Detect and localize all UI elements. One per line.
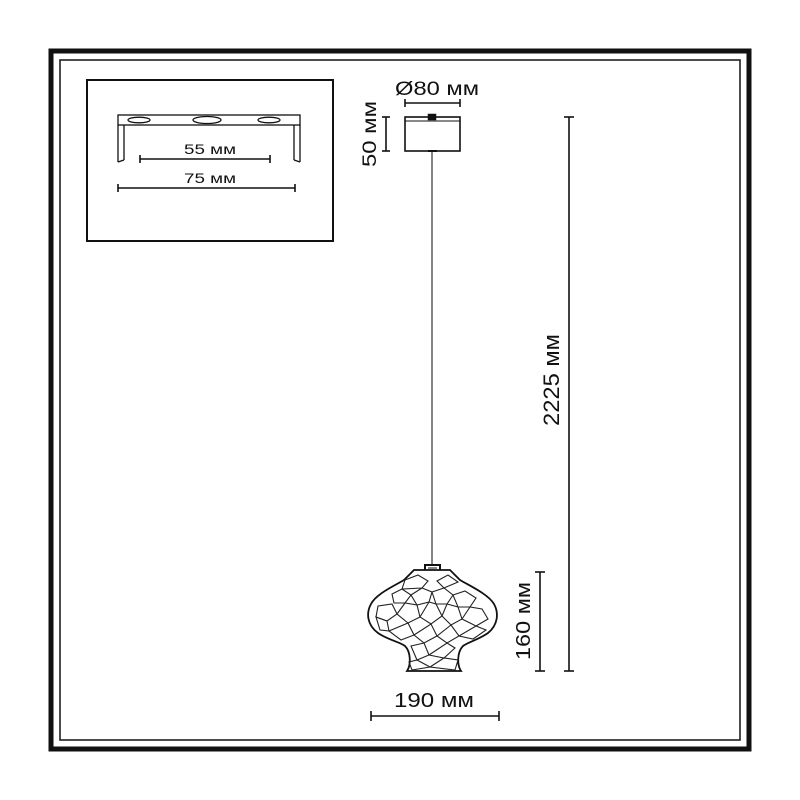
bracket-inner-label: 55 мм [184,141,236,157]
canopy-diameter-label: Ø80 мм [395,79,479,100]
ceiling-canopy [404,113,461,152]
bracket-slot-left [127,116,151,124]
dimension-line-bracket-outer [117,184,296,192]
dimension-line-total-height [564,116,574,672]
shade-width-label: 190 мм [394,690,474,712]
shade-height-label: 160 мм [513,582,535,660]
dimension-line-canopy-diameter [404,99,461,107]
inner-frame [59,59,741,741]
dimension-line-shade-height [535,571,545,672]
bracket-outer-label: 75 мм [184,170,236,186]
glass-shade-texture [375,574,489,671]
dimension-line-shade-width [370,711,500,721]
bracket-inset-frame [86,79,334,242]
dimension-line-canopy-height [382,116,390,152]
dimension-line-bracket-inner [139,155,271,163]
glass-shade [367,569,498,672]
bracket-slot-right [257,116,281,124]
total-height-label: 2225 мм [539,334,564,426]
mounting-bracket [117,114,301,163]
outer-frame [48,48,752,752]
bracket-slot-center [192,115,222,125]
canopy-height-label: 50 мм [360,101,381,167]
bracket-inset: 55 мм 75 мм [86,79,334,242]
